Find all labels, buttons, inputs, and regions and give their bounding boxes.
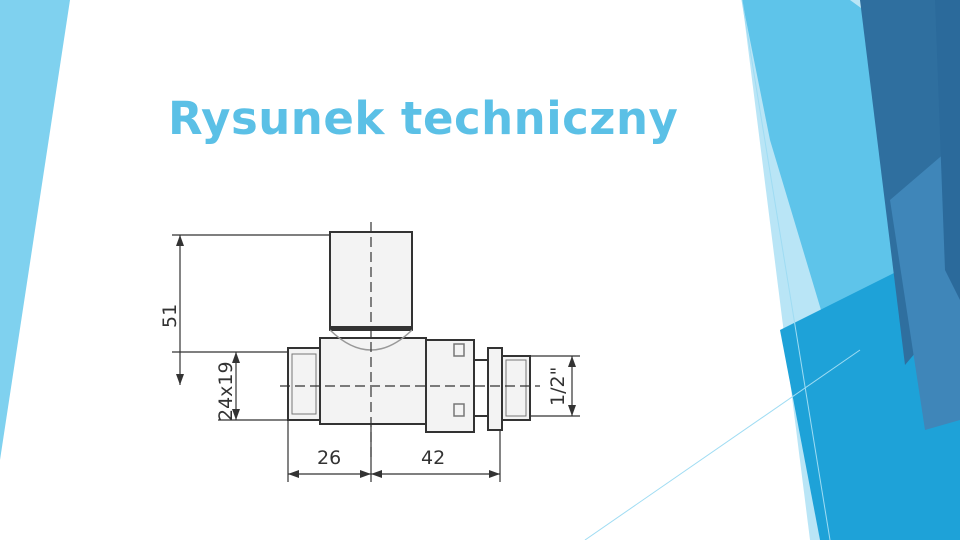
center-lines	[280, 222, 540, 460]
dimension-lines	[172, 234, 580, 482]
arrow	[176, 374, 184, 385]
valve-body	[287, 231, 531, 433]
dim-label-body-size: 24x19	[215, 361, 237, 421]
left-nut-thread	[291, 353, 317, 415]
arrow	[288, 470, 299, 478]
arrow	[371, 470, 382, 478]
left-accent-shape	[0, 0, 70, 460]
arrow	[489, 470, 500, 478]
decor-line-b	[584, 349, 861, 540]
dimension-arrows	[176, 235, 576, 478]
dim-label-height: 51	[159, 304, 181, 328]
dim-label-left-length: 26	[317, 447, 341, 469]
valve-main-body	[319, 337, 427, 425]
right-tail	[501, 355, 531, 421]
arrow	[232, 352, 240, 363]
decor-line-a	[741, 0, 831, 540]
collar	[487, 347, 503, 431]
coupling-detail-top	[453, 343, 465, 357]
right-mid-band	[890, 140, 960, 430]
dim-label-thread: 1/2"	[547, 367, 569, 406]
valve-technical-drawing: 51 24x19 1/2" 26 42	[159, 222, 580, 482]
coupling-detail-bottom	[453, 403, 465, 417]
arrow	[232, 409, 240, 420]
right-tail-thread	[505, 359, 527, 417]
left-nut	[287, 347, 321, 421]
right-deep-band	[935, 0, 960, 300]
arrow	[568, 356, 576, 367]
slide-title: Rysunek techniczny	[168, 92, 679, 145]
arrow	[568, 405, 576, 416]
dim-label-right-length: 42	[421, 447, 445, 469]
arrow	[360, 470, 371, 478]
arrow	[176, 235, 184, 246]
